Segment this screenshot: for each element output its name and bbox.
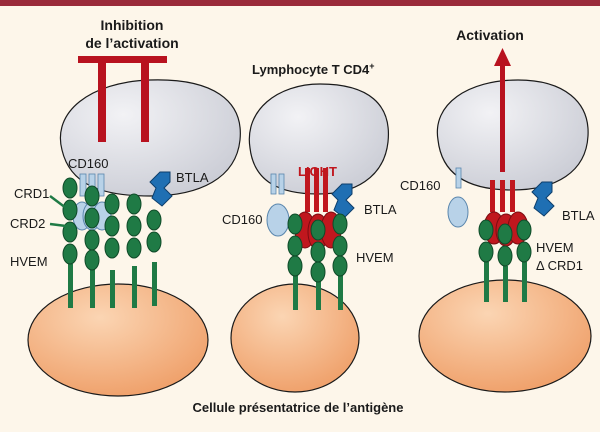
- panel3-hvem-sub-label: Δ CRD1: [536, 258, 583, 273]
- panel2-title-sup: +: [369, 61, 374, 71]
- panel1-title-line1: Inhibition: [101, 17, 164, 33]
- header-bar: [0, 0, 600, 6]
- panel3-btla-label: BTLA: [562, 208, 595, 223]
- apc-cell-1: [27, 283, 209, 397]
- btla-receptor-2: [331, 183, 355, 219]
- panel3-hvem-label: HVEM: [536, 240, 574, 255]
- crd1-label: CRD1: [14, 186, 49, 201]
- t-cell-3: [436, 79, 589, 191]
- panel2-hvem-label: HVEM: [356, 250, 394, 265]
- panel3-cd160-label: CD160: [400, 178, 440, 193]
- crd1-pointer: [49, 195, 67, 209]
- panel1-cd160-label: CD160: [68, 156, 108, 171]
- light-label: LIGHT: [298, 164, 337, 179]
- panel1-hvem-label: HVEM: [10, 254, 48, 269]
- btla-receptor: [149, 171, 173, 207]
- btla-receptor-3: [531, 181, 555, 217]
- panel2-title: Lymphocyte T CD4+: [252, 61, 375, 77]
- hvem-receptors-2: [287, 213, 348, 310]
- hvem-receptors: [62, 177, 162, 308]
- t-cell-2: [248, 83, 389, 195]
- panel2-cd160-label: CD160: [222, 212, 262, 227]
- cd160-receptor-3: [447, 167, 469, 228]
- crd2-label: CRD2: [10, 216, 45, 231]
- activation-arrow: [494, 48, 511, 172]
- panel1-title-line2: de l’activation: [85, 35, 178, 51]
- panel2-title-text: Lymphocyte T CD4: [252, 62, 370, 77]
- crd2-pointer: [49, 222, 67, 228]
- panel3-title: Activation: [456, 27, 524, 43]
- panel1-btla-label: BTLA: [176, 170, 209, 185]
- panel2-btla-label: BTLA: [364, 202, 397, 217]
- apc-caption: Cellule présentatrice de l’antigène: [193, 400, 404, 415]
- hvem-receptors-3: [478, 219, 532, 302]
- inhibition-symbol: [78, 56, 167, 142]
- t-cell-1: [59, 79, 241, 197]
